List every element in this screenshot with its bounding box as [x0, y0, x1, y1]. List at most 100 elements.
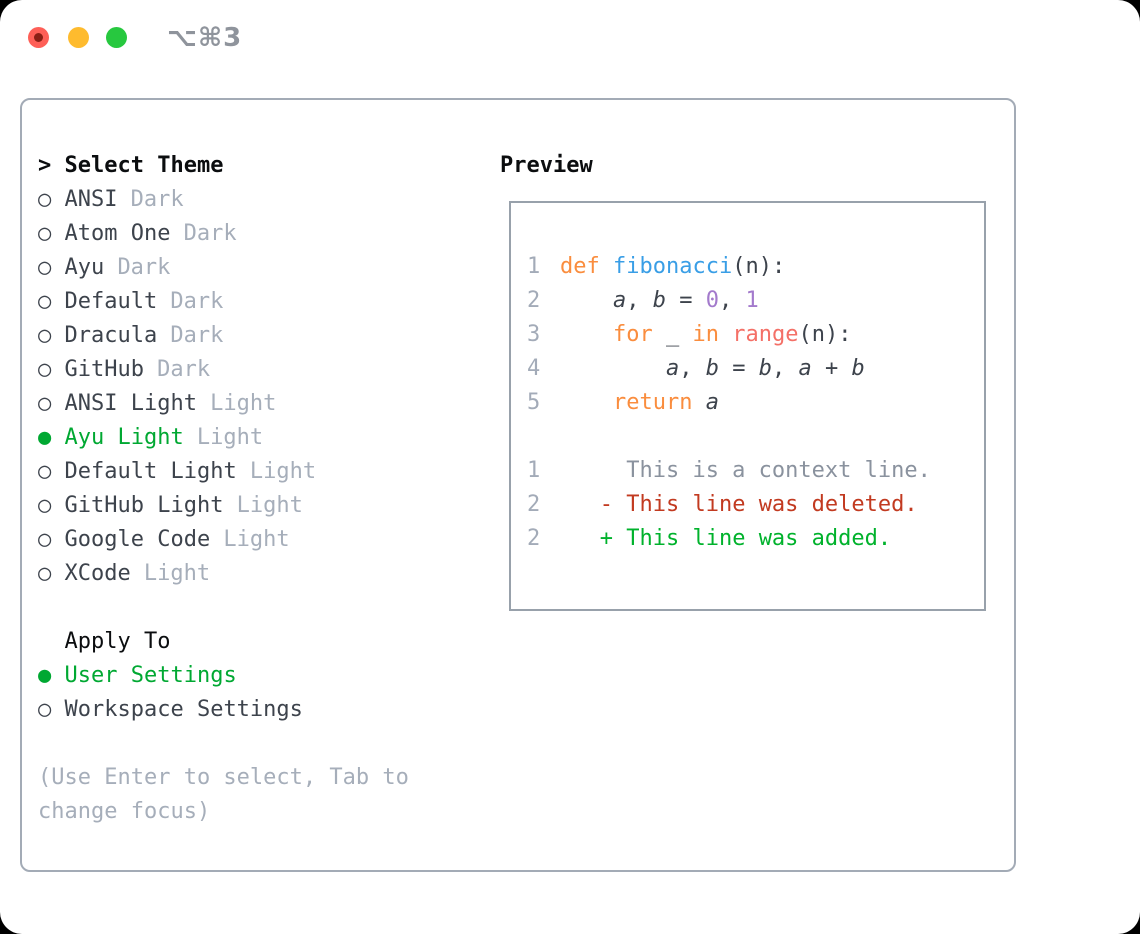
radio-icon: ○ [38, 561, 52, 586]
theme-name: Atom One [64, 221, 171, 246]
apply-to-header: Apply To [38, 625, 438, 659]
code-token-plain: , [718, 288, 746, 313]
close-dot-icon [34, 33, 43, 42]
code-token-plain [600, 254, 613, 279]
radio-icon: ○ [38, 357, 52, 382]
theme-name: Ayu Light [64, 425, 184, 450]
theme-name: Google Code [64, 527, 211, 552]
apply-option-workspace-settings[interactable]: ○ Workspace Settings [38, 693, 438, 727]
code-token-call: range [732, 322, 799, 347]
theme-variant-badge: Dark [130, 187, 184, 212]
code-token-plain [560, 390, 613, 415]
code-line: 1 This is a context line. [527, 454, 984, 488]
code-line: 4 a, b = b, a + b [527, 352, 984, 386]
theme-name: Default [64, 289, 158, 314]
code-token-var: b [851, 356, 865, 381]
radio-selected-icon: ● [38, 663, 52, 688]
apply-option-user-settings[interactable]: ●User Settings [38, 659, 438, 693]
theme-variant-badge: Light [223, 527, 290, 552]
radio-icon: ○ [38, 221, 52, 246]
theme-option-xcode-light[interactable]: ○ XCode Light [38, 557, 438, 591]
radio-icon: ○ [38, 697, 52, 722]
radio-icon: ○ [38, 323, 52, 348]
code-token-var: b [758, 356, 772, 381]
theme-variant-badge: Light [210, 391, 277, 416]
code-token-plain: _ [652, 322, 693, 347]
apply-to-title: Apply To [64, 629, 171, 654]
radio-selected-icon: ● [38, 425, 52, 450]
theme-variant-badge: Dark [157, 357, 211, 382]
code-token-plain [560, 322, 613, 347]
code-line: 2 - This line was deleted. [527, 488, 984, 522]
theme-option-ayu-light-light[interactable]: ● Ayu Light Light [38, 421, 438, 455]
zoom-button[interactable] [106, 27, 127, 48]
radio-icon: ○ [38, 255, 52, 280]
theme-option-github-dark[interactable]: ○ GitHub Dark [38, 353, 438, 387]
theme-name: GitHub [64, 357, 144, 382]
minimize-button[interactable] [68, 27, 89, 48]
code-token-lit: 0 [705, 288, 719, 313]
line-number: 2 [527, 492, 541, 517]
theme-name: Ayu [64, 255, 105, 280]
code-token-lit: 1 [745, 288, 759, 313]
line-number: 2 [527, 288, 541, 313]
code-line: 2 + This line was added. [527, 522, 984, 556]
close-button[interactable] [28, 27, 49, 48]
radio-icon: ○ [38, 527, 52, 552]
theme-name: Default Light [64, 459, 237, 484]
code-token-plain: , [679, 356, 706, 381]
code-token-kw: in [692, 322, 719, 347]
theme-variant-badge: Light [143, 561, 211, 586]
code-token-add: + This line was added. [599, 526, 892, 551]
theme-name: ANSI [64, 187, 118, 212]
line-number: 1 [527, 458, 541, 483]
apply-option-label: Workspace Settings [64, 697, 303, 722]
code-token-plain [560, 526, 600, 551]
theme-option-ansi-dark[interactable]: ○ ANSI Dark [38, 183, 438, 217]
theme-variant-badge: Light [196, 425, 264, 450]
code-token-kw: return [612, 390, 693, 415]
code-token-var: a [705, 390, 719, 415]
theme-variant-badge: Dark [170, 289, 224, 314]
code-token-kw: def [560, 254, 600, 279]
code-line: 5 return a [527, 386, 984, 420]
theme-name: GitHub Light [64, 493, 224, 518]
code-token-var: b [652, 288, 666, 313]
radio-icon: ○ [38, 187, 52, 212]
theme-variant-badge: Light [249, 459, 317, 484]
theme-option-ayu-dark[interactable]: ○ Ayu Dark [38, 251, 438, 285]
code-token-var: a [798, 356, 812, 381]
theme-option-google-code-light[interactable]: ○ Google Code Light [38, 523, 438, 557]
code-token-var: a [612, 288, 627, 313]
theme-variant-badge: Dark [117, 255, 171, 280]
theme-name: XCode [64, 561, 131, 586]
code-token-kw: for [612, 322, 653, 347]
code-token-plain: , [626, 288, 653, 313]
theme-name: ANSI Light [64, 391, 197, 416]
select-theme-title: Select Theme [64, 153, 224, 178]
code-token-plain [692, 390, 705, 415]
code-token-ctx: This is a context line. [560, 458, 931, 483]
focus-arrow-icon: > [38, 153, 52, 178]
select-theme-header: > Select Theme [38, 149, 438, 183]
line-number: 3 [527, 322, 541, 347]
code-token-plain [560, 492, 600, 517]
code-token-plain: (n): [798, 322, 852, 347]
preview-title: Preview [500, 153, 593, 178]
apply-to-list: ●User Settings ○ Workspace Settings [38, 659, 438, 727]
code-token-del: - This line was deleted. [599, 492, 918, 517]
code-token-plain: = [718, 356, 759, 381]
code-token-var: a [665, 356, 680, 381]
blank-line [527, 420, 984, 454]
